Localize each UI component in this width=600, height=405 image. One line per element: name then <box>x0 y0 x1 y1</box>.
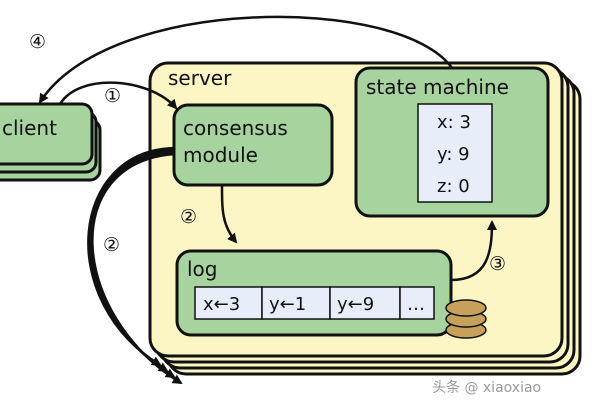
log-entry: y←1 <box>269 294 306 315</box>
state-value-z: z: 0 <box>437 176 470 197</box>
state-variables-box <box>417 103 493 203</box>
step-label-2-replicate: ② <box>103 234 120 256</box>
step-label-3: ③ <box>489 253 506 275</box>
client-stack <box>0 102 102 182</box>
log-entry-cell <box>261 286 331 320</box>
step-label-1: ① <box>104 85 121 107</box>
arrow-step-4 <box>38 15 454 104</box>
consensus-label-line1: consensus <box>183 116 288 140</box>
log-entry: y←9 <box>337 294 374 315</box>
log-entry-cell <box>329 286 401 320</box>
log-label: log <box>187 257 218 281</box>
consensus-label-line2: module <box>183 143 258 167</box>
log-entry: x←3 <box>203 294 240 315</box>
step-label-4: ④ <box>29 31 46 53</box>
watermark: 头条 @ xiaoxiao <box>432 379 541 396</box>
arrow-step-2-local <box>220 184 238 244</box>
step-label-2-local: ② <box>180 206 197 228</box>
client-label: client <box>2 116 57 140</box>
server-label: server <box>168 66 232 90</box>
consensus-module-box <box>172 103 334 187</box>
client-box <box>0 102 94 166</box>
disk-icon <box>445 299 487 339</box>
flow-arrows <box>38 15 497 385</box>
log-entry-cell <box>399 286 435 320</box>
state-machine-label: state machine <box>366 75 509 99</box>
log-entries: x←3 y←1 y←9 … <box>194 286 435 320</box>
arrow-step-1 <box>58 81 178 110</box>
state-value-x: x: 3 <box>437 112 471 133</box>
log-entry: … <box>407 294 425 315</box>
state-value-y: y: 9 <box>437 144 470 165</box>
arrow-replicate <box>91 152 183 385</box>
arrow-step-3 <box>450 220 497 282</box>
